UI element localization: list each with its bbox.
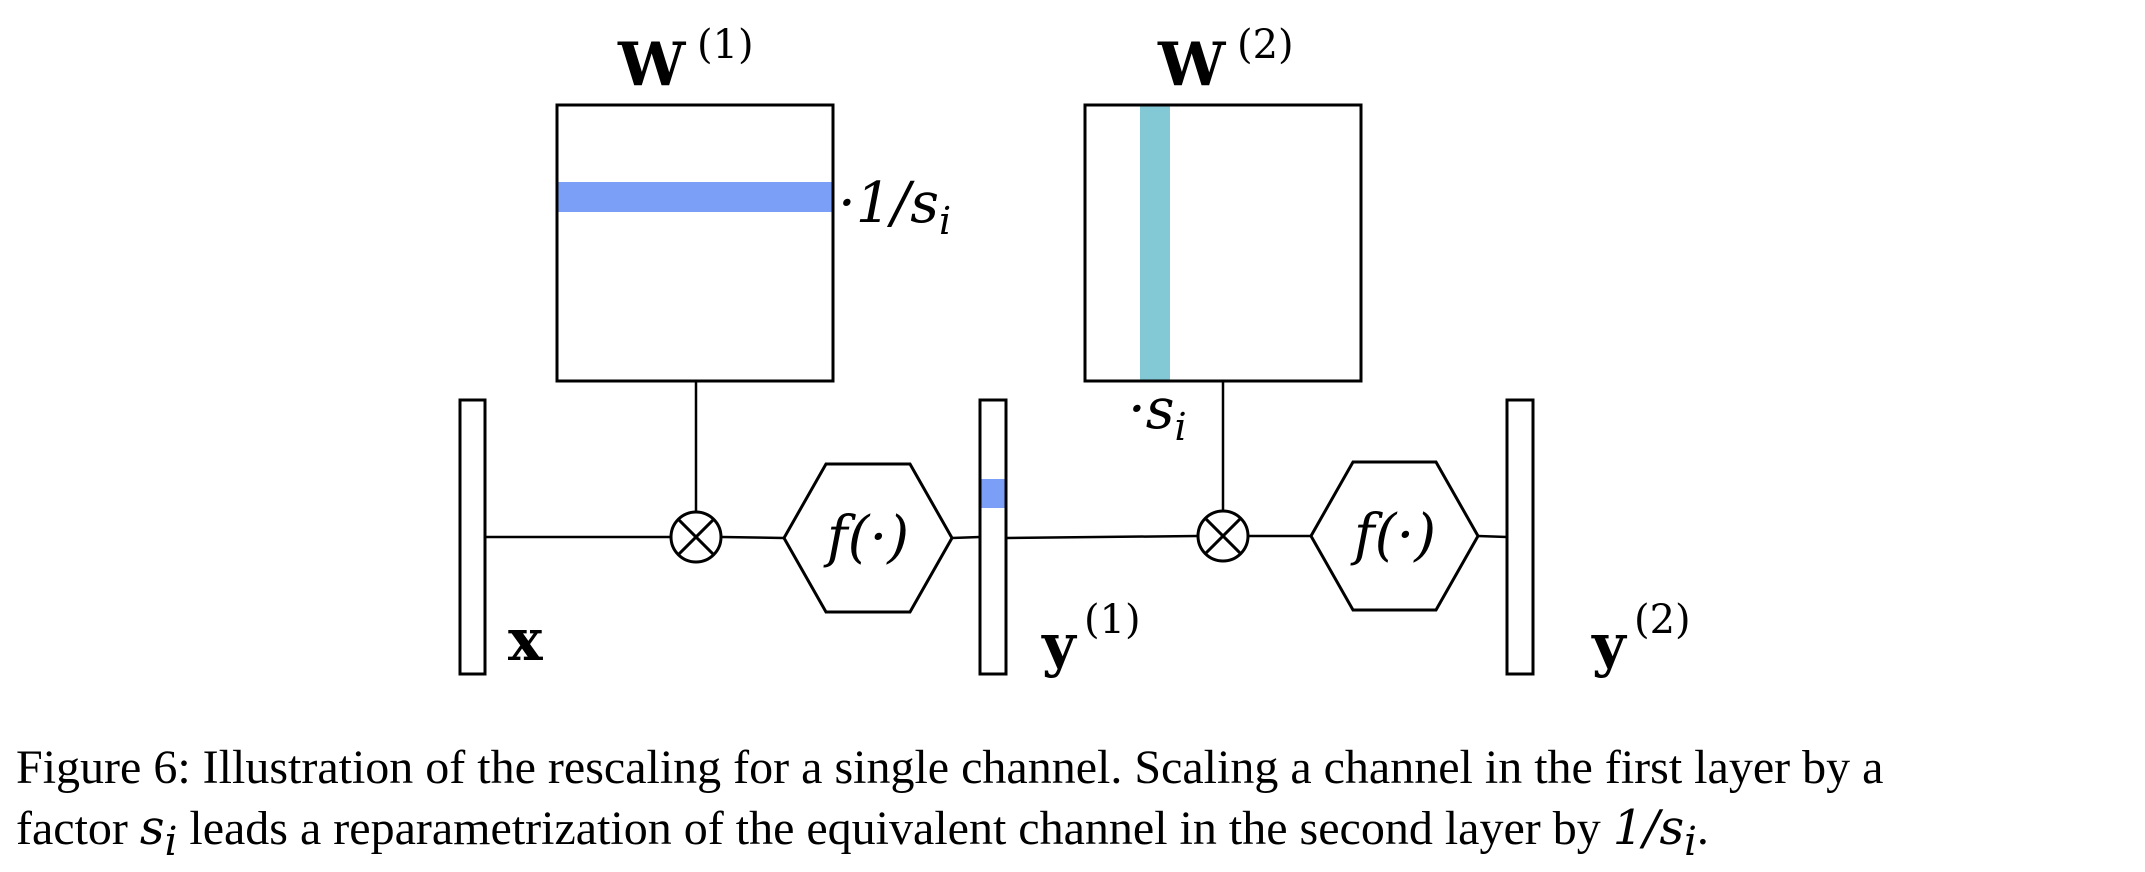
weight-matrix-2-label: W: [1157, 30, 1227, 100]
caption-line-1: Figure 6: Illustration of the rescaling …: [16, 741, 1884, 794]
rescaling-diagram: W (1) W (2) ·1/si ·si f(·) f(·) x y (1) …: [458, 22, 1691, 679]
activation-hexagon-2: [1309, 460, 1480, 612]
multiply-node-2: [1196, 509, 1250, 563]
figure-caption: Figure 6: Illustration of the rescaling …: [16, 738, 2136, 872]
column-scale-label: ·si: [1128, 377, 1187, 449]
weight-matrix-1-superscript: (1): [697, 22, 754, 68]
weight-matrix-2-box: [1083, 103, 1363, 383]
weight-matrix-1: [555, 103, 835, 383]
vector-y2-superscript: (2): [1634, 597, 1691, 643]
vector-y2: [1505, 398, 1535, 676]
weight-matrix-1-box: [555, 103, 835, 383]
activation-2-label: f(·): [1350, 503, 1436, 568]
vector-y1-scaled-channel: [981, 479, 1005, 508]
weight-matrix-2-superscript: (2): [1237, 22, 1294, 68]
row-scale-label: ·1/si: [838, 171, 951, 243]
wire-y1-to-mult: [1005, 534, 1198, 540]
weight-matrix-1-scaled-row: [558, 182, 832, 212]
activation-hexagon-1: [782, 462, 954, 614]
vector-y1-label: y: [1041, 611, 1078, 679]
wire-activation-1-to-y1: [951, 535, 981, 540]
wire-activation-2-to-y2: [1477, 534, 1508, 539]
multiply-node-1: [669, 510, 723, 564]
vector-y1-superscript: (1): [1084, 597, 1141, 643]
weight-matrix-1-label: W: [617, 30, 687, 100]
weight-matrix-2-scaled-column: [1140, 106, 1170, 380]
wire-mult-to-activation-1: [721, 535, 785, 540]
weight-matrix-2: [1083, 103, 1363, 383]
input-vector-x: [458, 398, 487, 676]
vector-y2-label: y: [1591, 611, 1628, 679]
vector-y1: [978, 398, 1008, 676]
activation-1-label: f(·): [823, 505, 909, 570]
caption-line-2: factor si leads a reparametrization of t…: [16, 800, 1709, 865]
input-vector-label: x: [508, 606, 543, 674]
